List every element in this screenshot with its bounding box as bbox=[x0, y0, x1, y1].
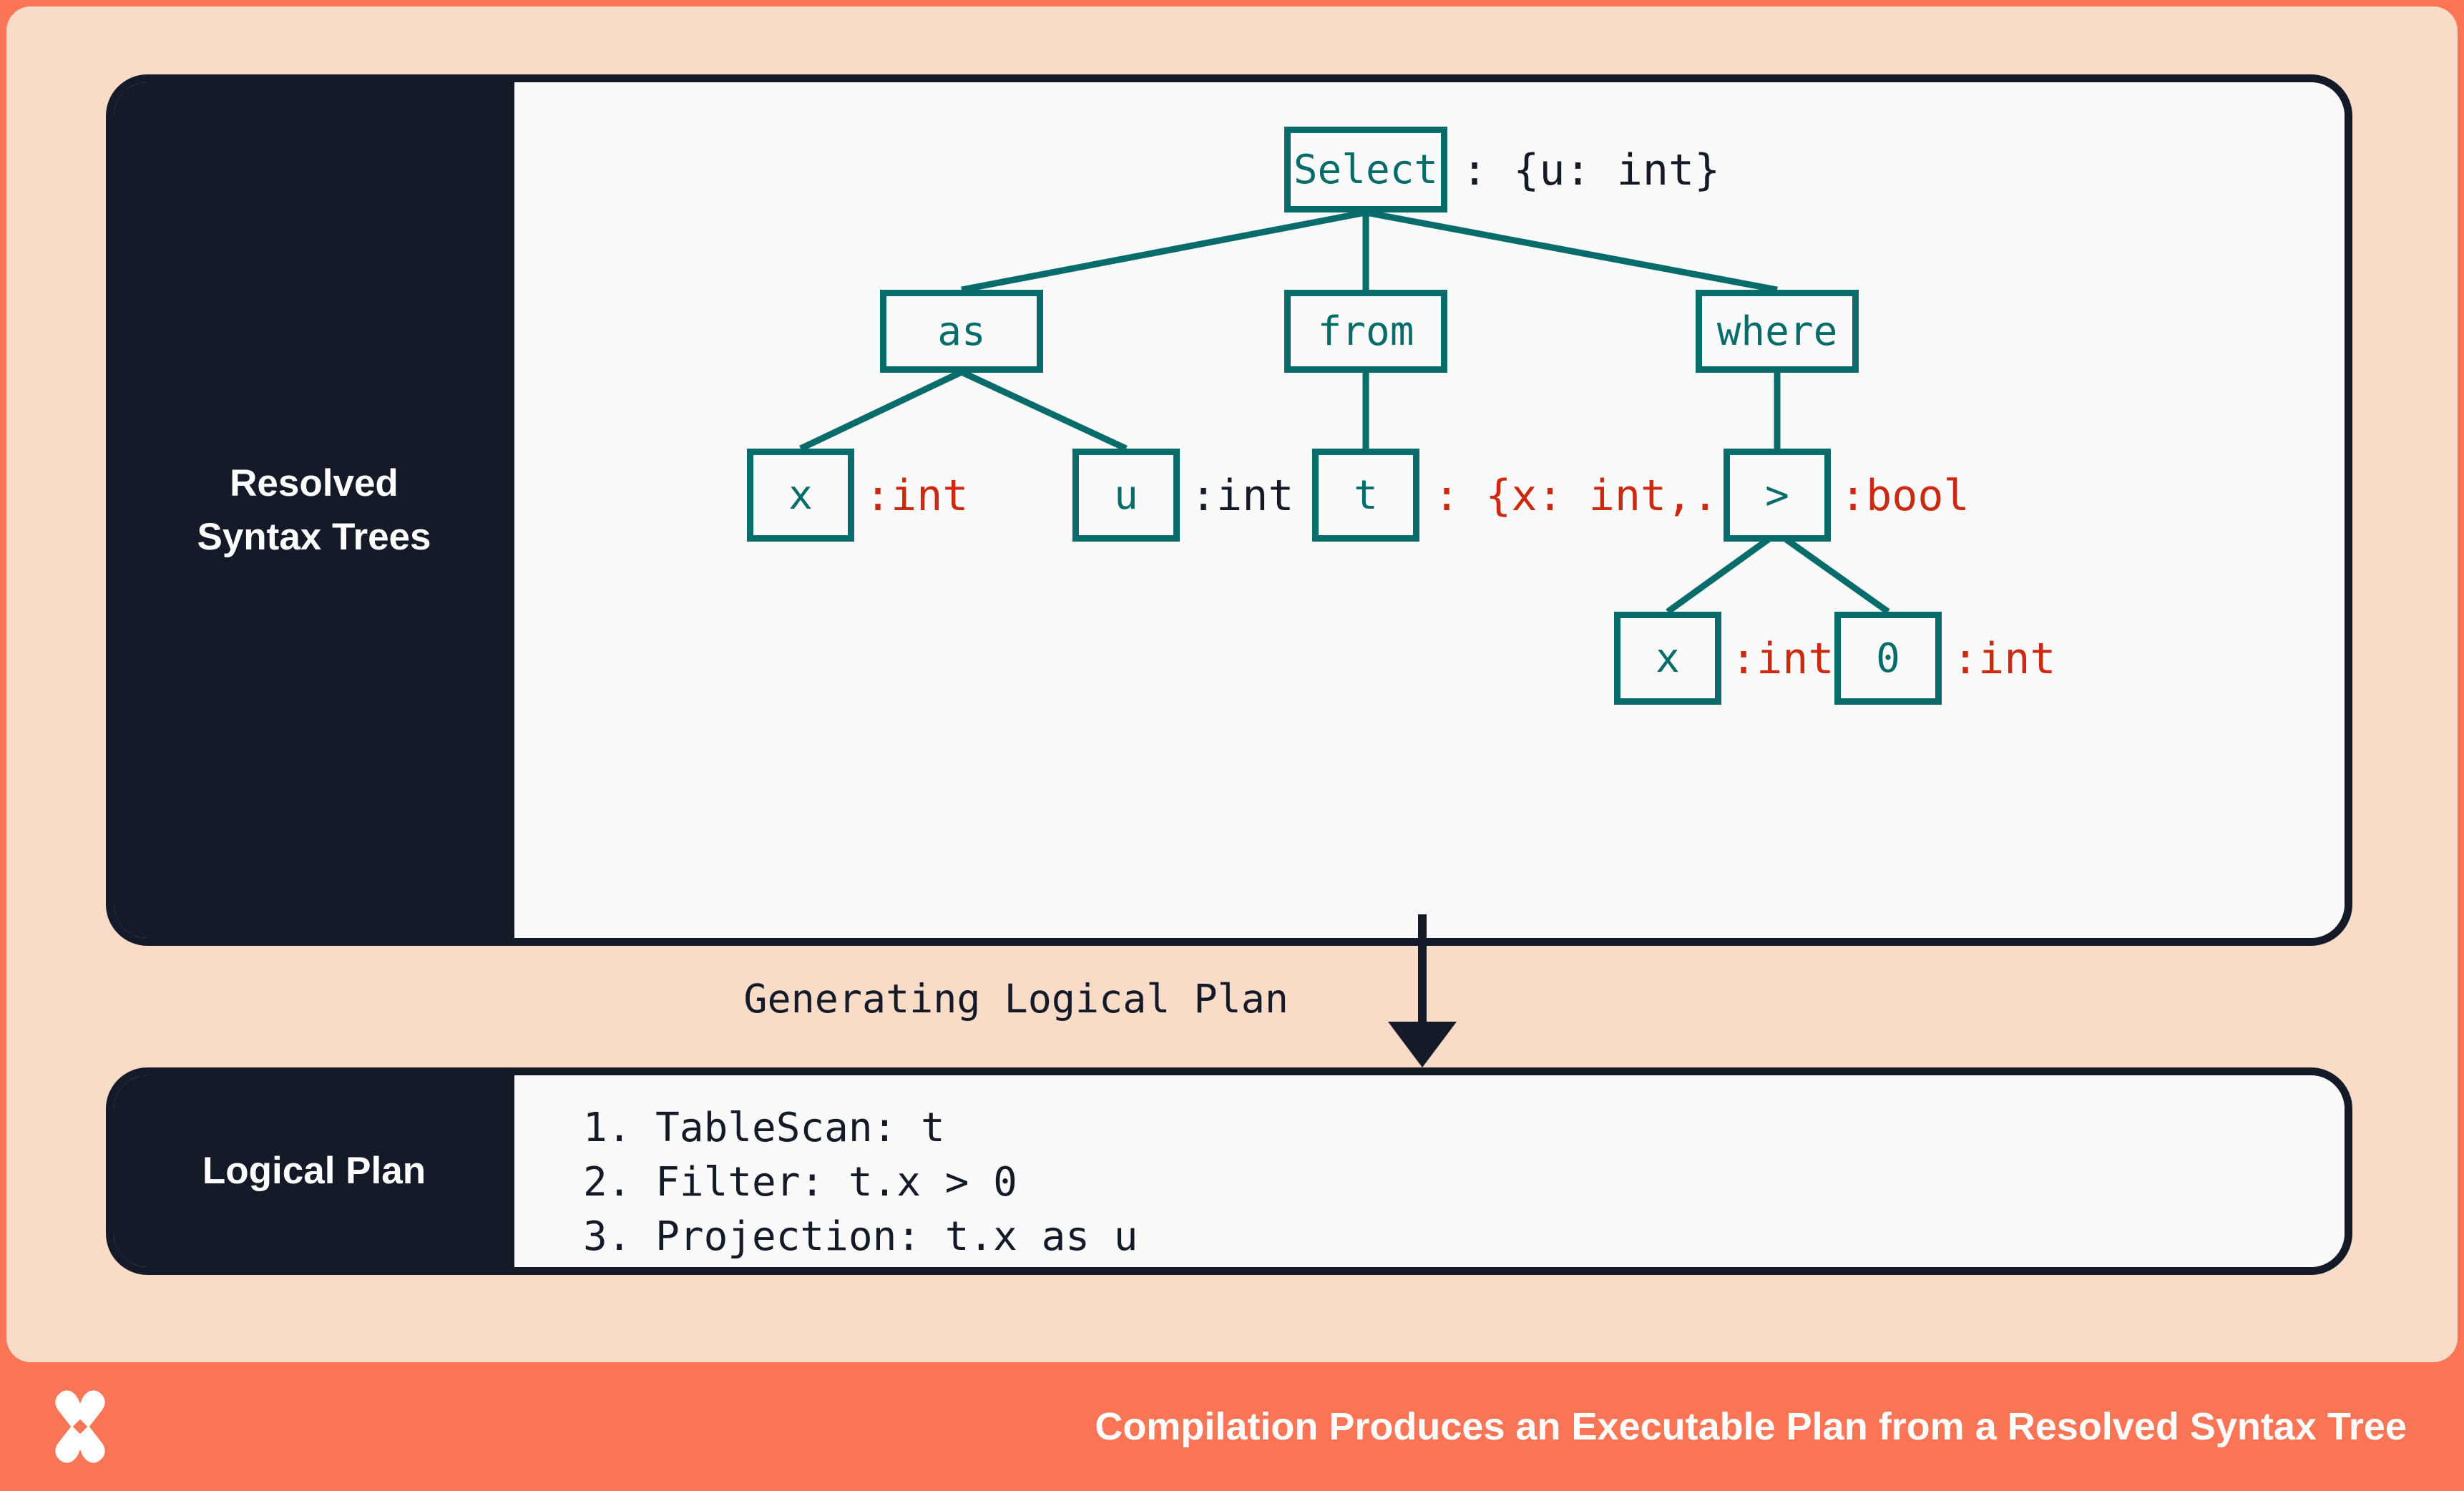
tree-canvas: Select : {u: int} as from where x :int u… bbox=[514, 82, 2345, 938]
edge-gt-zero bbox=[1775, 530, 1890, 615]
transition-arrow-label: Generating Logical Plan bbox=[743, 976, 1289, 1022]
annotation-as-x: :int bbox=[865, 471, 969, 521]
node-from[interactable]: from bbox=[1284, 290, 1447, 373]
panel-label-line-1: Resolved bbox=[230, 461, 399, 504]
tree-surface: Select : {u: int} as from where x :int u… bbox=[514, 82, 2345, 938]
node-gt-x[interactable]: x bbox=[1614, 612, 1721, 705]
logical-plan-step-list: 1. TableScan: t 2. Filter: t.x > 0 3. Pr… bbox=[514, 1075, 2345, 1264]
resolved-syntax-trees-panel: Resolved Syntax Trees bbox=[106, 74, 2352, 946]
annotation-greater-than: :bool bbox=[1840, 471, 1970, 521]
plan-step: 3. Projection: t.x as u bbox=[583, 1213, 1138, 1261]
node-where[interactable]: where bbox=[1696, 290, 1859, 373]
annotation-select: : {u: int} bbox=[1462, 145, 1721, 195]
panel-label-line-2: Syntax Trees bbox=[197, 516, 431, 558]
edge-gt-x bbox=[1666, 530, 1779, 615]
logical-plan-body: 1. TableScan: t 2. Filter: t.x > 0 3. Pr… bbox=[514, 1075, 2345, 1267]
resolved-syntax-trees-label: Resolved Syntax Trees bbox=[114, 82, 514, 938]
edge-select-as bbox=[961, 209, 1367, 293]
node-as-u[interactable]: u bbox=[1072, 449, 1180, 542]
logical-plan-label: Logical Plan bbox=[114, 1075, 514, 1267]
node-gt-zero[interactable]: 0 bbox=[1834, 612, 1942, 705]
transition-arrow-group: Generating Logical Plan bbox=[106, 914, 2352, 1067]
footer-bar: Compilation Produces an Executable Plan … bbox=[0, 1362, 2464, 1491]
transition-arrow-icon bbox=[1388, 914, 1457, 1067]
node-greater-than[interactable]: > bbox=[1724, 449, 1831, 542]
annotation-gt-zero: :int bbox=[1952, 634, 2056, 684]
annotation-gt-x: :int bbox=[1731, 634, 1834, 684]
annotation-as-u: :int bbox=[1191, 471, 1294, 521]
footer-caption: Compilation Produces an Executable Plan … bbox=[1095, 1405, 2407, 1448]
plan-step: 2. Filter: t.x > 0 bbox=[583, 1159, 1017, 1206]
edge-as-u bbox=[960, 368, 1128, 452]
node-select[interactable]: Select bbox=[1284, 127, 1447, 212]
plan-step: 1. TableScan: t bbox=[583, 1105, 945, 1151]
logical-plan-panel: Logical Plan 1. TableScan: t 2. Filter: … bbox=[106, 1067, 2352, 1275]
node-as[interactable]: as bbox=[880, 290, 1043, 373]
edge-as-x bbox=[799, 368, 963, 452]
x-mark-logo-icon bbox=[55, 1390, 105, 1463]
node-as-x[interactable]: x bbox=[747, 449, 854, 542]
edge-select-where bbox=[1365, 209, 1778, 293]
node-from-t[interactable]: t bbox=[1312, 449, 1419, 542]
